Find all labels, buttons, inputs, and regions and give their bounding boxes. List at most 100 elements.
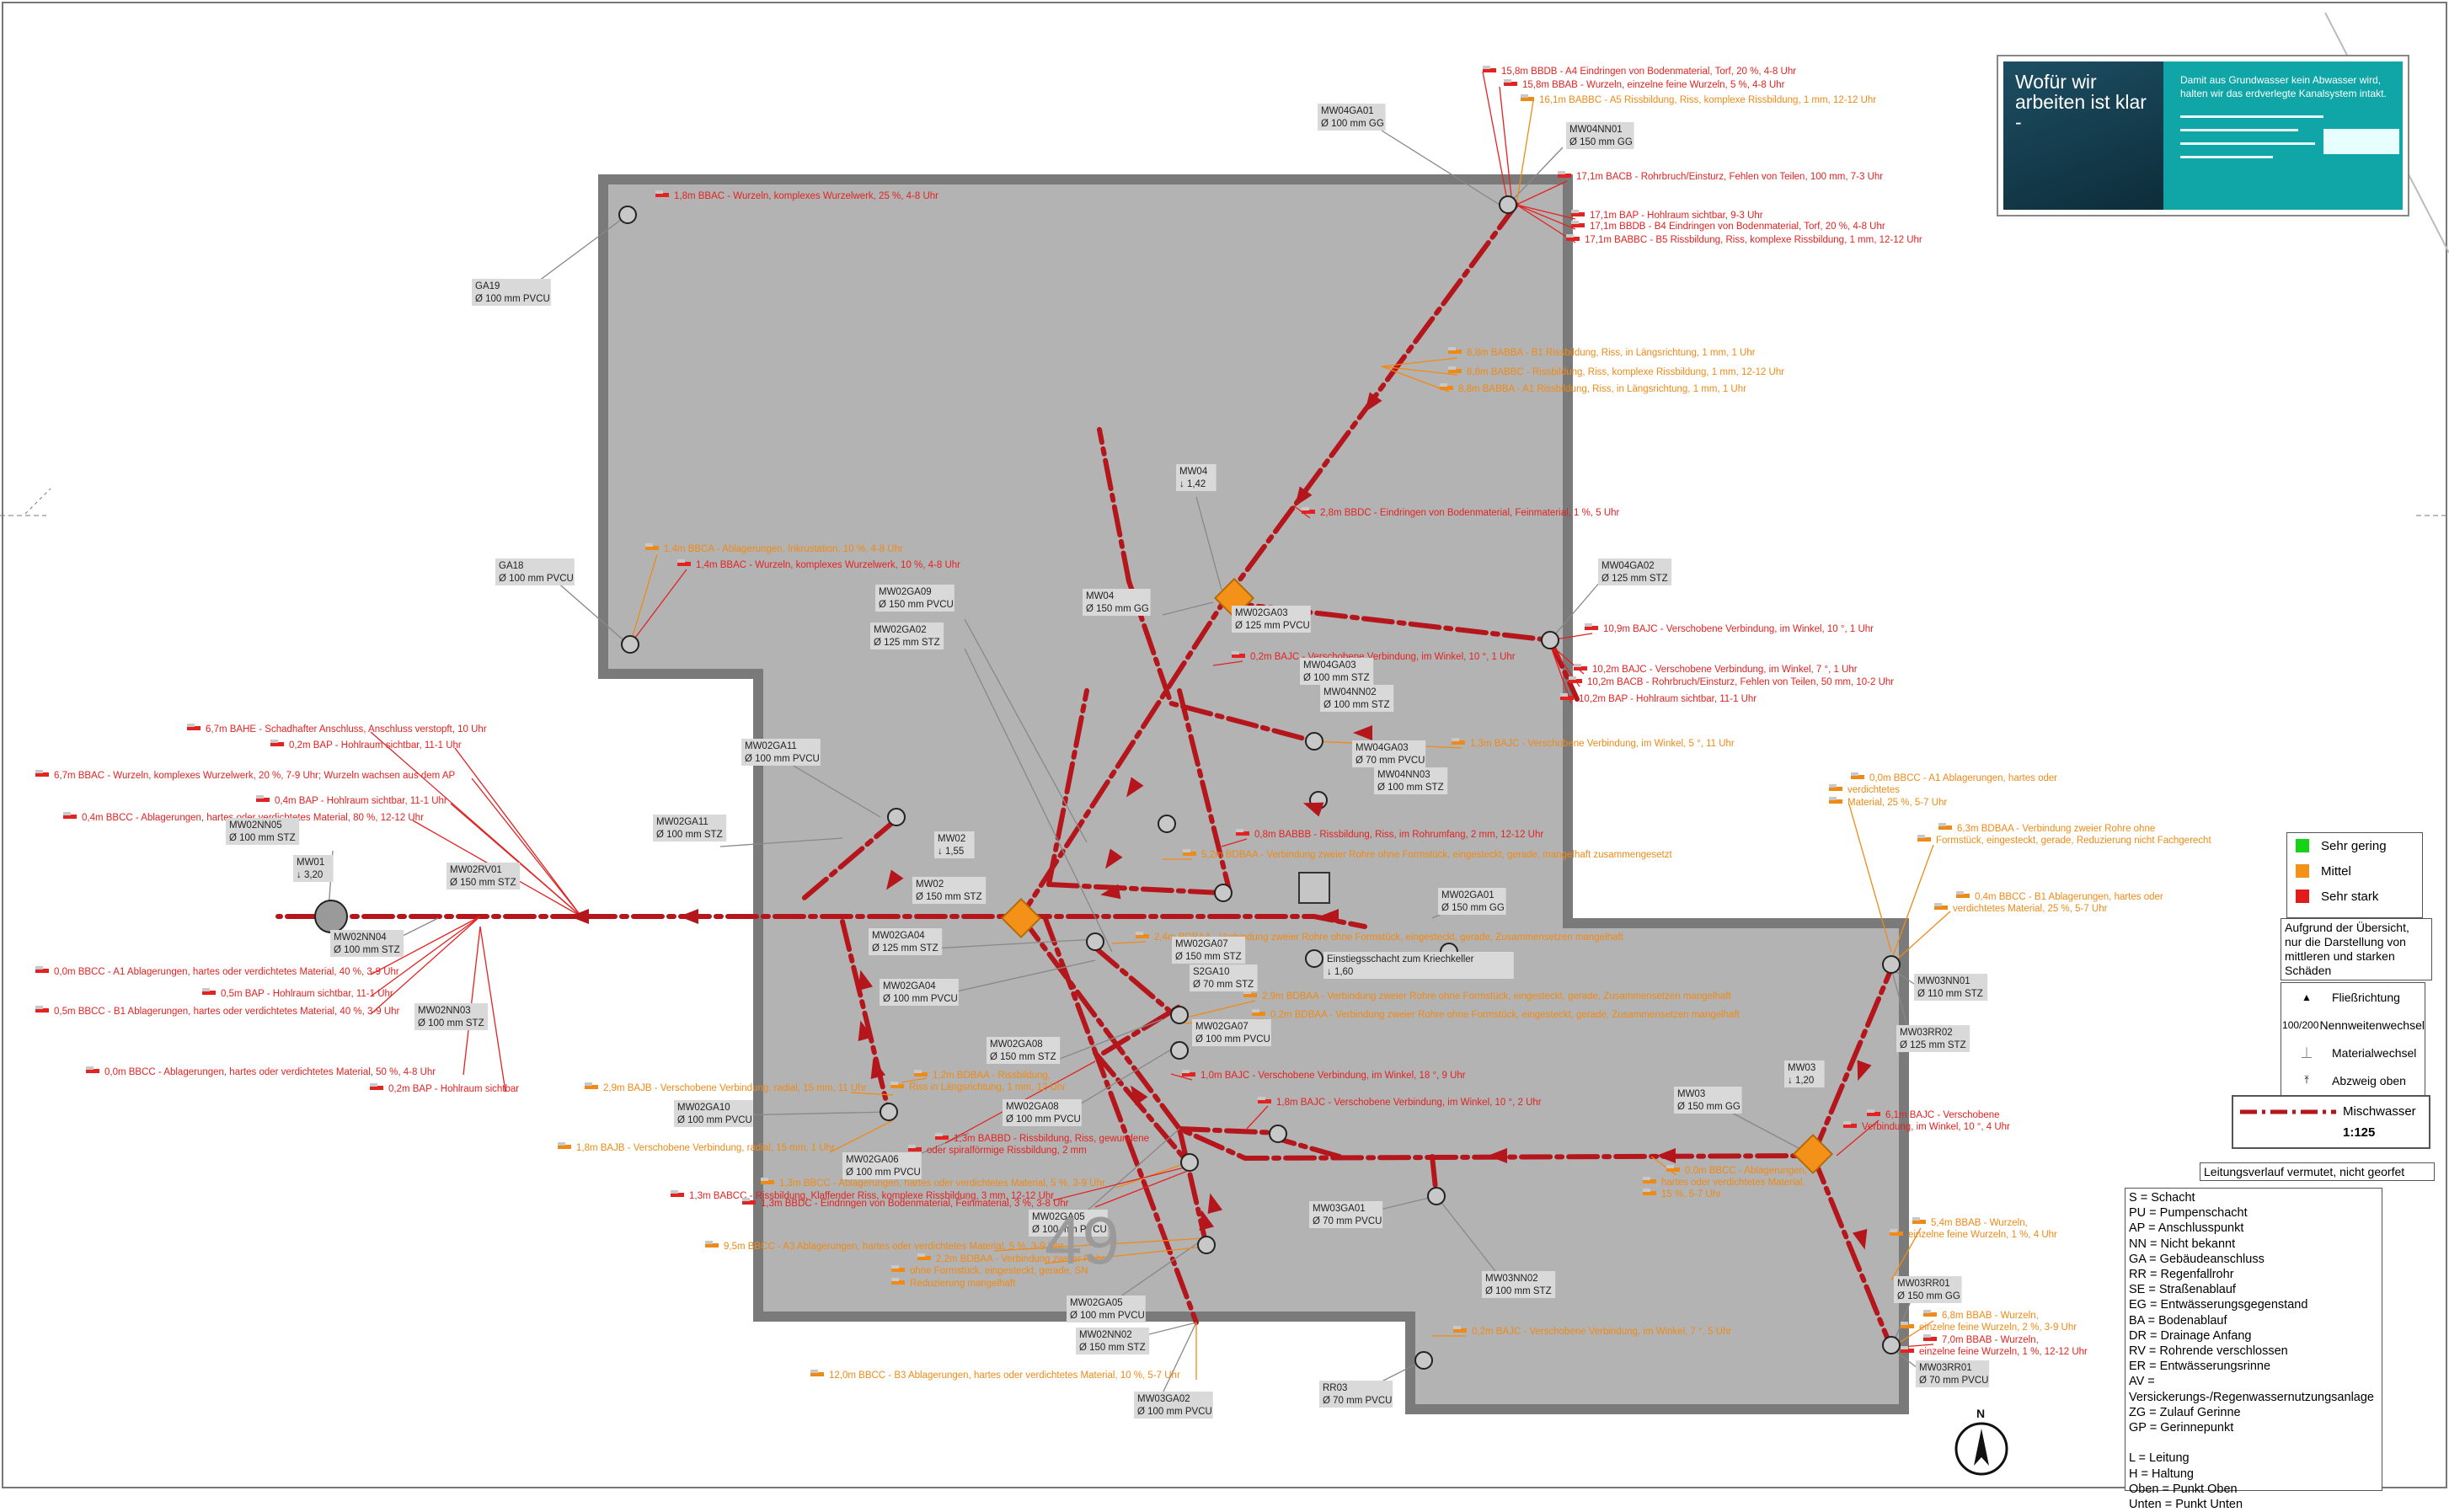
flow-arrow-icon bbox=[679, 909, 698, 924]
manhole-node bbox=[880, 1103, 898, 1121]
pipe-label-id: MW03GA01 bbox=[1313, 1204, 1366, 1214]
damage-text: 0,0m BBCC - Ablagerungen, bbox=[1685, 1166, 1807, 1176]
damage-text: 0,2m BAP - Hohlraum sichtbar bbox=[388, 1084, 519, 1094]
damage-marker-icon bbox=[370, 1083, 377, 1087]
damage-text: 2,4m BDBAA - Verbindung zweier Rohre ohn… bbox=[1154, 932, 1624, 943]
pipe-label-id: MW04 bbox=[1179, 467, 1208, 477]
damage-annotation: 15,8m BBDB - A4 Eindringen von Bodenmate… bbox=[1483, 66, 1796, 77]
damage-annotation: 0,4m BBCC - B1 Ablagerungen, hartes oder bbox=[1956, 891, 2163, 902]
damage-marker-icon bbox=[1851, 772, 1858, 776]
damage-annotation: 6,3m BDBAA - Verbindung zweier Rohre ohn… bbox=[1938, 823, 2155, 834]
severity-swatch bbox=[2296, 864, 2309, 878]
pipe-label-box bbox=[842, 1152, 922, 1179]
pipe-label-spec: Ø 100 mm PVCU bbox=[1032, 1225, 1107, 1235]
damage-marker-icon bbox=[1136, 934, 1149, 938]
damage-text: 10,2m BAJC - Verschobene Verbindung, im … bbox=[1592, 665, 1858, 675]
pipe-label-id: MW02 bbox=[938, 834, 965, 844]
damage-text: 1,4m BBCA - Ablagerungen, Inkrustation, … bbox=[664, 544, 903, 554]
pipe-label-id: MW02NN04 bbox=[334, 932, 387, 943]
damage-marker-icon bbox=[1643, 1177, 1650, 1180]
damage-annotation: 0,4m BAP - Hohlraum sichtbar, 11-1 Uhr bbox=[256, 795, 447, 806]
damage-marker-icon bbox=[256, 798, 270, 802]
pipe-label-id: MW02GA05 bbox=[1070, 1298, 1123, 1308]
flow-arrow-icon bbox=[885, 869, 904, 890]
leader-line bbox=[370, 916, 481, 975]
pipe-segment bbox=[1019, 914, 1367, 929]
damage-marker-icon bbox=[35, 969, 49, 973]
flow-arrow-icon bbox=[1364, 392, 1382, 413]
leader-line bbox=[1890, 911, 1951, 965]
pipe-segment bbox=[1101, 1004, 1182, 1055]
pipe-label-id: MW03 bbox=[1677, 1089, 1705, 1099]
damage-marker-icon bbox=[761, 1178, 768, 1181]
pipe-label-spec: Ø 100 mm PVCU bbox=[883, 994, 958, 1004]
damage-marker-icon bbox=[742, 1200, 756, 1205]
pipe-label-id: MW03RR01 bbox=[1919, 1363, 1972, 1373]
pipe-segment bbox=[1810, 966, 1894, 1158]
damage-text: 0,0m BBCC - Ablagerungen, hartes oder ve… bbox=[104, 1067, 436, 1077]
damage-marker-icon bbox=[63, 812, 71, 815]
damage-annotation: einzelne feine Wurzeln, 1 %, 4 Uhr bbox=[1890, 1229, 2057, 1240]
damage-annotation: 17,1m BBDB - B4 Eindringen von Bodenmate… bbox=[1571, 221, 1885, 232]
pipe-label-spec: ↓ 1,42 bbox=[1179, 479, 1206, 489]
damage-annotation: 1,3m BBDC - Eindringen von Bodenmaterial… bbox=[742, 1198, 1069, 1209]
pipe-label-spec: Ø 70 mm STZ bbox=[1193, 980, 1254, 990]
damage-text: verdichtetes Material, 25 %, 5-7 Uhr bbox=[1953, 904, 2108, 914]
damage-marker-icon bbox=[1504, 79, 1511, 83]
damage-marker-icon bbox=[935, 1133, 943, 1136]
pipe-label-spec: Ø 100 mm PVCU bbox=[677, 1115, 752, 1125]
pipe-segment bbox=[1177, 688, 1233, 895]
damage-marker-icon bbox=[1890, 1232, 1903, 1236]
pipe-label-box bbox=[1482, 1271, 1556, 1298]
pipe-label-box bbox=[1076, 1328, 1150, 1354]
damage-text: 1,8m BAJB - Verschobene Verbindung, radi… bbox=[576, 1143, 835, 1153]
leader-line bbox=[964, 618, 1088, 843]
damage-marker-icon bbox=[1867, 1109, 1874, 1113]
damage-text: ohne Formstück, eingesteckt, gerade, SN bbox=[910, 1266, 1088, 1276]
damage-text: Reduzierung mangelhaft bbox=[910, 1279, 1016, 1289]
mixed-water-legend: Mischwasser 1:125 bbox=[2232, 1095, 2430, 1149]
damage-text: 0,5m BAP - Hohlraum sichtbar, 11-1 Uhr bbox=[221, 989, 393, 999]
abbreviation-item: SE = Straßenablauf bbox=[2129, 1283, 2236, 1297]
damage-text: 10,9m BAJC - Verschobene Verbindung, im … bbox=[1603, 624, 1874, 634]
damage-annotation: 1,3m BBCC - Ablagerungen, hartes oder ve… bbox=[761, 1178, 1105, 1189]
damage-text: 0,0m BBCC - A1 Ablagerungen, hartes oder… bbox=[54, 967, 399, 977]
damage-marker-icon bbox=[1521, 94, 1528, 98]
damage-annotation: 0,2m BAP - Hohlraum sichtbar bbox=[370, 1083, 519, 1094]
pipe-label-id: MW04NN01 bbox=[1569, 125, 1623, 135]
pipe-label-box bbox=[1352, 740, 1426, 767]
flow-arrow-icon bbox=[1126, 777, 1144, 798]
leader-line bbox=[1516, 204, 1576, 220]
damage-marker-icon bbox=[1521, 97, 1534, 101]
leader-line bbox=[629, 553, 658, 645]
damage-text: 0,5m BBCC - B1 Ablagerungen, hartes oder… bbox=[54, 1007, 400, 1017]
damage-text: 17,1m BAP - Hohlraum sichtbar, 9-3 Uhr bbox=[1590, 211, 1763, 221]
damage-marker-icon bbox=[1558, 171, 1565, 174]
pipe-label-box bbox=[1176, 464, 1216, 491]
pipe-segment bbox=[1046, 882, 1224, 895]
leader-line bbox=[1179, 1000, 1256, 1020]
pipe-label-id: MW02GA07 bbox=[1175, 939, 1228, 949]
pipe-label-box bbox=[1083, 589, 1151, 616]
damage-text: 0,2m BAJC - Verschobene Verbindung, im W… bbox=[1472, 1327, 1731, 1337]
damage-annotation: 2,8m BBDC - Eindringen von Bodenmaterial… bbox=[1302, 507, 1620, 518]
pipe-label-id: MW03RR01 bbox=[1897, 1279, 1950, 1289]
damage-text: 1,3m BABBD - Rissbildung, Riss, gewunden… bbox=[954, 1134, 1149, 1144]
damage-annotation: Verbindung, im Winkel, 10 °, 4 Uhr bbox=[1843, 1121, 2010, 1132]
mixed-water-label: Mischwasser bbox=[2343, 1104, 2416, 1119]
pipe-label-spec: Ø 70 mm PVCU bbox=[1323, 1396, 1392, 1406]
damage-annotation: 8,8m BABBC - Rissbildung, Riss, komplexe… bbox=[1448, 366, 1784, 377]
leader-line bbox=[1162, 601, 1214, 616]
flow-arrow-icon bbox=[1857, 1060, 1872, 1082]
damage-text: einzelne feine Wurzeln, 2 %, 3-9 Uhr bbox=[1919, 1322, 2077, 1333]
damage-marker-icon bbox=[1901, 1349, 1914, 1353]
damage-annotation: 6,1m BAJC - Verschobene bbox=[1867, 1109, 2000, 1120]
damage-text: 2,2m BDBAA - Verbindung zweier Rohre bbox=[936, 1254, 1110, 1264]
